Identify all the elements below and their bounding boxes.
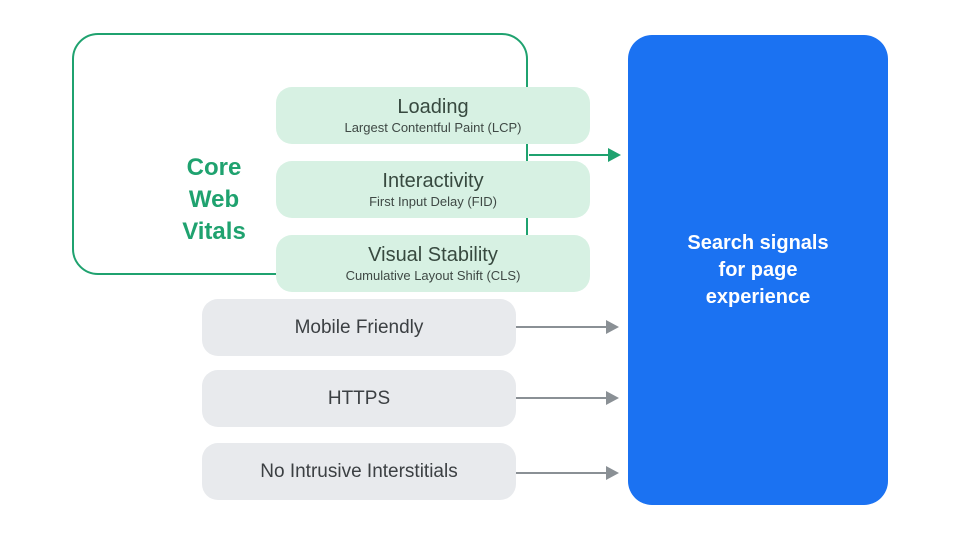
pill-interactivity-title: Interactivity — [382, 170, 484, 192]
pill-no-intrusive-interstitials: No Intrusive Interstitials — [202, 443, 516, 500]
arrow-head — [606, 391, 619, 405]
mobile-friendly-arrow-icon — [516, 320, 619, 334]
pill-loading-subtitle: Largest Contentful Paint (LCP) — [344, 120, 522, 135]
pill-visual-stability: Visual Stability Cumulative Layout Shift… — [276, 235, 590, 292]
pill-https: HTTPS — [202, 370, 516, 427]
arrow-head — [608, 148, 621, 162]
core-web-vitals-label: Core Web Vitals — [182, 154, 246, 245]
pill-mobile-friendly-label: Mobile Friendly — [294, 316, 424, 338]
pill-loading-title: Loading — [397, 96, 469, 118]
arrow-shaft — [529, 154, 608, 156]
arrow-head — [606, 320, 619, 334]
no-intrusive-interstitials-arrow-icon — [516, 466, 619, 480]
pill-visual-stability-title: Visual Stability — [368, 244, 498, 266]
arrow-shaft — [516, 397, 606, 399]
core-web-vitals-group: Core Web Vitals Loading Largest Contentf… — [72, 33, 590, 292]
search-signals-label: Search signals for page experience — [687, 231, 829, 308]
pill-interactivity-subtitle: First Input Delay (FID) — [369, 194, 497, 209]
arrow-head — [606, 466, 619, 480]
arrow-shaft — [516, 472, 606, 474]
arrow-shaft — [516, 326, 606, 328]
pill-interactivity: Interactivity First Input Delay (FID) — [276, 161, 590, 218]
pill-visual-stability-subtitle: Cumulative Layout Shift (CLS) — [345, 268, 521, 283]
search-signals-panel: Search signals for page experience — [628, 35, 888, 505]
core-web-vitals-arrow-icon — [529, 148, 621, 162]
https-arrow-icon — [516, 391, 619, 405]
pill-loading: Loading Largest Contentful Paint (LCP) — [276, 87, 590, 144]
pill-mobile-friendly: Mobile Friendly — [202, 299, 516, 356]
pill-https-label: HTTPS — [327, 387, 391, 409]
pill-no-intrusive-interstitials-label: No Intrusive Interstitials — [260, 460, 458, 482]
